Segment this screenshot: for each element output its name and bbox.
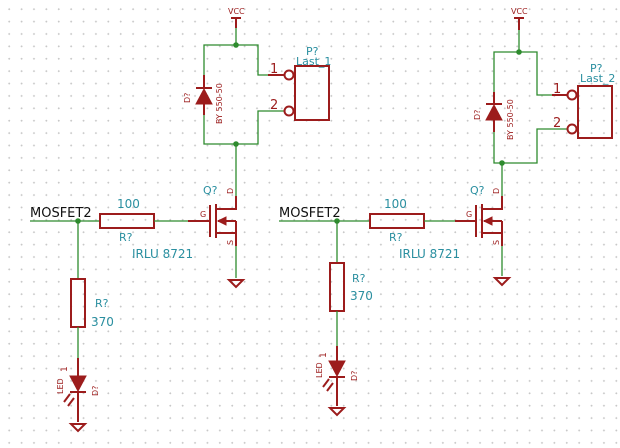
vcc-label: VCC — [228, 7, 245, 16]
mosfet-pin-s: S — [226, 240, 235, 245]
diode-triangle — [195, 87, 213, 105]
vcc-symbol-2: VCC — [511, 7, 528, 30]
vcc-symbol-1: VCC — [228, 7, 245, 28]
flyback-diode-1[interactable]: D? BY 550-50 — [183, 75, 224, 124]
led-light-arrow — [63, 393, 71, 403]
mosfet-arrow — [216, 216, 227, 226]
mosfet-reference: Q? — [203, 184, 218, 197]
ground-symbol — [226, 279, 246, 289]
ground-triangle — [492, 277, 512, 287]
diode-value: BY 550-50 — [215, 83, 224, 124]
diode-reference: D? — [473, 110, 482, 120]
resistor-body — [329, 262, 345, 312]
connector-pin2-label: 2 — [270, 98, 278, 113]
net-label-mosfet2-1: MOSFET2 — [30, 206, 92, 222]
ground-symbol — [492, 277, 512, 287]
connector-body — [294, 65, 330, 121]
ground-triangle — [68, 423, 88, 433]
mosfet-2[interactable]: Q? IRLU 8721 G D S — [399, 184, 503, 261]
mosfet-pin-g: G — [466, 210, 472, 219]
resistor-value: 100 — [117, 197, 140, 211]
led-triangle — [69, 375, 87, 393]
mosfet-drain-lead — [216, 196, 237, 210]
connector-pin1-label: 1 — [553, 82, 561, 97]
resistor-reference: R? — [352, 272, 366, 285]
mosfet-1[interactable]: Q? IRLU 8721 G D S — [132, 184, 237, 261]
ground-symbol — [68, 423, 88, 433]
mosfet-pin-s: S — [492, 240, 501, 245]
connector-pin1-circle — [566, 89, 578, 101]
diode-reference: D? — [183, 93, 192, 103]
connector-value: Last_2 — [580, 72, 615, 85]
net-label-text: MOSFET2 — [279, 206, 341, 221]
mosfet-value: IRLU 8721 — [132, 247, 193, 261]
led-value: LED — [315, 362, 324, 378]
led-reference: D? — [91, 386, 100, 396]
resistor-value: 100 — [384, 197, 407, 211]
gate-resistor-1[interactable]: 100 R? — [99, 197, 155, 244]
led-2[interactable]: 1 LED D? — [315, 346, 359, 406]
mosfet-pin-d: D — [226, 188, 235, 194]
wire-drain-loop — [203, 110, 285, 145]
gate-resistor-2[interactable]: 100 R? — [369, 197, 425, 244]
resistor-body — [369, 213, 425, 229]
circuit-1: MOSFET2 100 R? Q? IRLU 8721 G D S — [30, 7, 331, 433]
mosfet-reference: Q? — [470, 184, 485, 197]
led-pin-label: 1 — [319, 352, 329, 358]
resistor-body — [99, 213, 155, 229]
connector-pin2-circle — [283, 105, 295, 117]
ground-symbol — [327, 407, 347, 417]
led-light-arrow — [67, 397, 75, 407]
net-label-text: MOSFET2 — [30, 206, 92, 221]
connector-pin2-circle — [566, 123, 578, 135]
connector-reference: P? — [590, 62, 603, 75]
flyback-diode-2[interactable]: D? BY 550-50 — [473, 92, 515, 140]
resistor-body — [70, 278, 86, 328]
wire-vcc-loop — [203, 44, 268, 76]
led-light-arrow — [322, 378, 330, 388]
led-1[interactable]: 1 LED D? — [56, 358, 100, 422]
diode-triangle — [485, 103, 503, 121]
wire-drain-loop — [493, 128, 568, 164]
resistor-reference: R? — [95, 297, 109, 310]
connector-body — [577, 85, 613, 139]
mosfet-pin-g: G — [200, 210, 206, 219]
resistor-reference: R? — [389, 231, 403, 244]
net-label-mosfet2-2: MOSFET2 — [279, 206, 344, 222]
connector-1[interactable]: 1 2 P? Last_1 — [268, 45, 331, 121]
connector-pin1-circle — [283, 69, 295, 81]
mosfet-drain-lead — [482, 196, 503, 210]
connector-pin2-label: 2 — [553, 116, 561, 131]
led-pin-label: 1 — [60, 366, 70, 372]
led-triangle — [328, 360, 346, 378]
mosfet-arrow — [482, 216, 493, 226]
ground-triangle — [226, 279, 246, 289]
mosfet-pin-d: D — [492, 188, 501, 194]
mosfet-value: IRLU 8721 — [399, 247, 460, 261]
vcc-label: VCC — [511, 7, 528, 16]
wire-vcc-loop — [493, 51, 552, 96]
led-resistor-2[interactable]: R? 370 — [329, 262, 373, 312]
resistor-value: 370 — [350, 289, 373, 303]
resistor-value: 370 — [91, 315, 114, 329]
led-resistor-1[interactable]: R? 370 — [70, 278, 114, 329]
circuit-2: MOSFET2 100 R? Q? IRLU 8721 G D S — [279, 7, 615, 417]
ground-triangle — [327, 407, 347, 417]
connector-value: Last_1 — [296, 55, 331, 68]
led-reference: D? — [350, 371, 359, 381]
connector-2[interactable]: 1 2 P? Last_2 — [552, 62, 615, 139]
connector-reference: P? — [306, 45, 319, 58]
led-value: LED — [56, 378, 65, 394]
led-light-arrow — [326, 382, 334, 392]
resistor-reference: R? — [119, 231, 133, 244]
diode-value: BY 550-50 — [506, 99, 515, 140]
connector-pin1-label: 1 — [270, 62, 278, 77]
